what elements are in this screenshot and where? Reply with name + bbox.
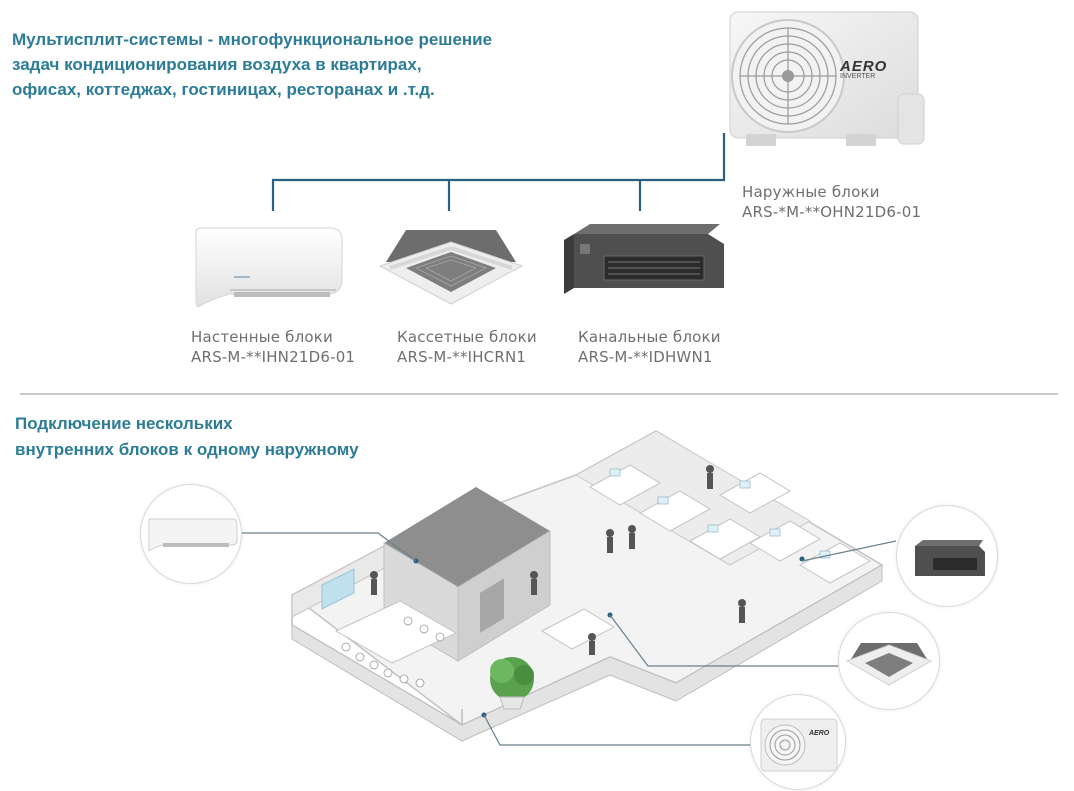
callout-wall-unit	[140, 484, 242, 584]
outdoor-thumb-brand: AERO	[808, 730, 830, 737]
section-divider	[20, 393, 1058, 395]
outdoor-caption: Наружные блоки ARS-*M-**OHN21D6-01	[742, 182, 921, 222]
callout-duct-unit	[896, 505, 998, 607]
outdoor-brand: AERO	[840, 58, 888, 75]
callout-cassette-unit	[838, 612, 940, 710]
indoor-caption-cassette: Кассетные блоки ARS-M-**IHCRN1	[397, 327, 537, 367]
connection-heading: Подключение нескольких внутренних блоков…	[15, 411, 495, 463]
intro-heading: Мультисплит-системы - многофункционально…	[12, 27, 612, 102]
outdoor-model: ARS-*M-**OHN21D6-01	[742, 203, 922, 221]
duct-label: Канальные блоки	[578, 328, 721, 346]
outdoor-unit-image	[729, 11, 925, 146]
cassette-unit-thumb	[845, 643, 933, 686]
intro-line-3: офисах, коттеджах, гостиницах, ресторана…	[12, 80, 435, 99]
wall-unit-image	[195, 227, 343, 307]
wall-unit-thumb	[148, 518, 238, 552]
wall-model: ARS-M-**IHN21D6-01	[191, 348, 356, 366]
cassette-label: Кассетные блоки	[397, 328, 537, 346]
outdoor-brand-logo: AERO INVERTER	[840, 58, 887, 80]
connector-lines	[271, 133, 726, 211]
outdoor-label: Наружные блоки	[742, 183, 880, 201]
connection-line-2: внутренних блоков к одному наружному	[15, 440, 359, 459]
indoor-caption-duct: Канальные блоки ARS-M-**IDHWN1	[578, 327, 721, 367]
duct-model: ARS-M-**IDHWN1	[578, 348, 713, 366]
cassette-model: ARS-M-**IHCRN1	[397, 348, 527, 366]
intro-line-1: Мультисплит-системы - многофункционально…	[12, 30, 493, 49]
wall-label: Настенные блоки	[191, 328, 333, 346]
cassette-unit-image	[378, 230, 524, 305]
callout-outdoor-unit: AERO	[750, 694, 846, 790]
floor-plan-illustration	[290, 430, 884, 742]
duct-unit-thumb	[915, 540, 985, 576]
connection-line-1: Подключение нескольких	[15, 414, 233, 433]
duct-unit-image	[564, 224, 724, 294]
outdoor-unit-thumb: AERO	[760, 718, 838, 772]
intro-line-2: задач кондиционирования воздуха в кварти…	[12, 55, 422, 74]
outdoor-brand-sub: INVERTER	[840, 73, 876, 80]
indoor-caption-wall: Настенные блоки ARS-M-**IHN21D6-01	[191, 327, 355, 367]
